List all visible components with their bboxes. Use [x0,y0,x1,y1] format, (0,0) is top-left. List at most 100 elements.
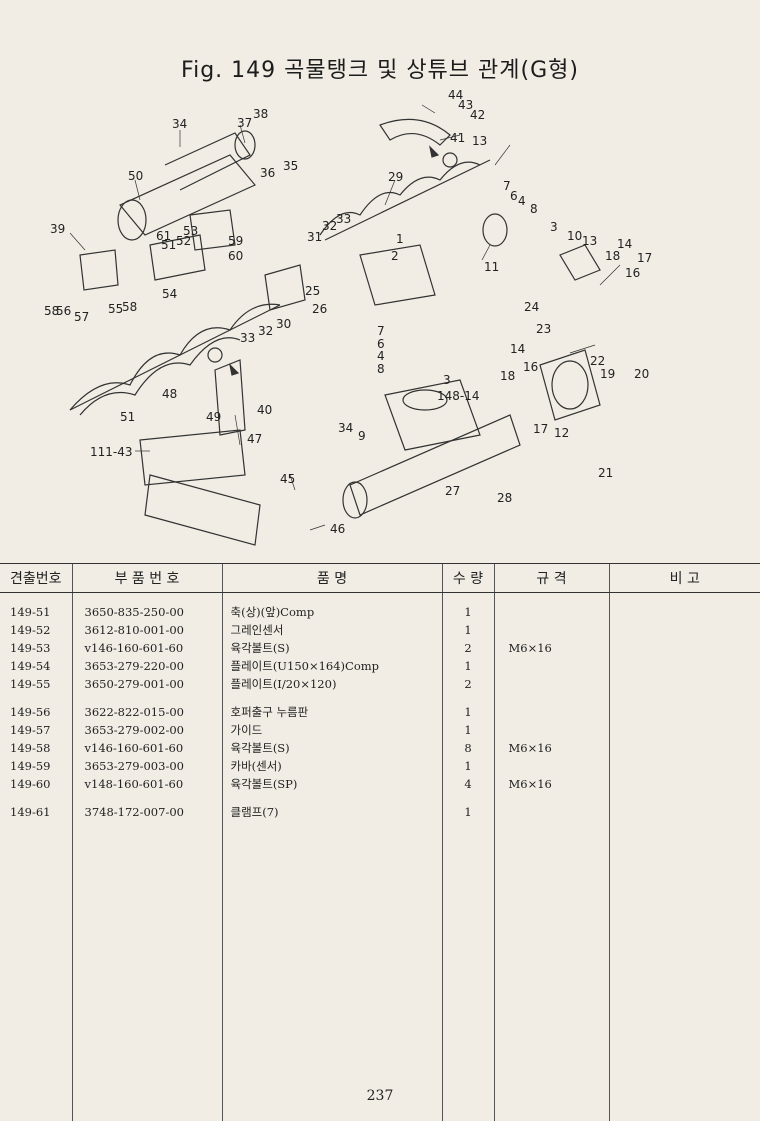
cell-spec [493,657,609,675]
callout-label: 55 [108,302,123,316]
cell-spec [493,621,609,639]
header-ref-no: 견출번호 [0,563,72,593]
diagram-svg: 44 43 42 41 13 7 6 4 8 3 10 13 14 18 16 … [44,88,652,546]
cell-part: 3653-279-002-00 [71,721,222,739]
cell-ref: 149-57 [10,723,51,737]
callout-label: 47 [247,432,262,446]
cell-note [608,657,760,675]
callout-label: 56 [56,304,71,318]
cell-spec: M6×16 [493,739,609,757]
callout-label: 40 [257,403,272,417]
shaft-sleeve [559,244,601,281]
callout-label: 111-43 [90,445,133,459]
cell-part: 3653-279-003-00 [71,757,222,775]
cell-ref: 149-61 [10,805,51,819]
callout-label: 148-14 [437,389,480,403]
lower-tube [349,414,521,516]
cell-part: v146-160-601-60 [71,739,222,757]
header-part-name: 품 명 [221,563,442,593]
callout-label: 4 [518,194,526,208]
cell-name: 호퍼출구 누름판 [221,703,442,721]
cell-spec: M6×16 [493,775,609,793]
support-bracket [139,429,246,486]
lower-auger [69,303,281,416]
auger-cover [379,118,451,146]
callout-label: 26 [312,302,327,316]
callout-label: 20 [634,367,649,381]
callout-label: 14 [617,237,632,251]
callout-label: 58 [122,300,137,314]
cell-qty: 2 [441,639,494,657]
cell-name: 축(상)(앞)Comp [221,603,442,621]
callout-label: 44 [448,88,463,102]
cell-ref: 149-55 [10,677,51,691]
callout-label: 30 [276,317,291,331]
cell-qty: 1 [441,721,494,739]
figure-title: Fig. 149 곡물탱크 및 상튜브 관계(G형) [181,58,579,83]
callout-label: 8 [377,362,385,376]
callout-label: 17 [533,422,548,436]
callout-label: 29 [388,170,403,184]
callout-label: 32 [322,219,337,233]
cell-qty: 1 [441,803,494,821]
callout-label: 4 [377,349,385,363]
callout-label: 41 [450,131,465,145]
cell-name: 플레이트(I/20×120) [221,675,442,693]
cell-ref: 149-59 [10,759,51,773]
callout-label: 31 [307,230,322,244]
callout-label: 3 [550,220,558,234]
callout-label: 6 [377,337,385,351]
cell-note [608,603,760,621]
cell-name: 육각볼트(S) [221,739,442,757]
callout-label: 7 [377,324,385,338]
tube-joint [384,379,481,451]
cell-name: 육각볼트(SP) [221,775,442,793]
callout-label: 45 [280,472,295,486]
cell-spec [493,721,609,739]
callout-label: 43 [458,98,473,112]
cell-note [608,675,760,693]
callout-label: 49 [206,410,221,424]
callout-label: 52 [176,234,191,248]
callout-label: 27 [445,484,460,498]
callout-label: 46 [330,522,345,536]
callout-label: 10 [567,229,582,243]
callout-label: 37 [237,116,252,130]
callout-label: 18 [500,369,515,383]
callout-label: 17 [637,251,652,265]
cell-part: 3612-810-001-00 [71,621,222,639]
cell-spec [493,675,609,693]
callout-label: 24 [524,300,539,314]
cell-note [608,803,760,821]
cell-note [608,757,760,775]
callout-label: 33 [336,212,351,226]
header-remarks: 비 고 [608,563,760,593]
callout-label: 23 [536,322,551,336]
cell-qty: 1 [441,757,494,775]
cell-part: v148-160-601-60 [71,775,222,793]
callout-label: 51 [120,410,135,424]
callout-label: 1 [396,232,404,246]
cell-spec [493,757,609,775]
cell-name: 그레인센서 [221,621,442,639]
header-quantity: 수 량 [441,563,494,593]
upper-auger [319,159,491,241]
callout-label: 42 [470,108,485,122]
cell-name: 플레이트(U150×164)Comp [221,657,442,675]
callout-label: 33 [240,331,255,345]
cell-qty: 1 [441,603,494,621]
cell-part: 3748-172-007-00 [71,803,222,821]
cell-spec [493,603,609,621]
cell-ref: 149-51 [10,605,51,619]
cell-name: 가이드 [221,721,442,739]
callout-label: 59 [228,234,243,248]
callout-label: 60 [228,249,243,263]
cell-note [608,639,760,657]
callout-label: 61 [156,229,171,243]
